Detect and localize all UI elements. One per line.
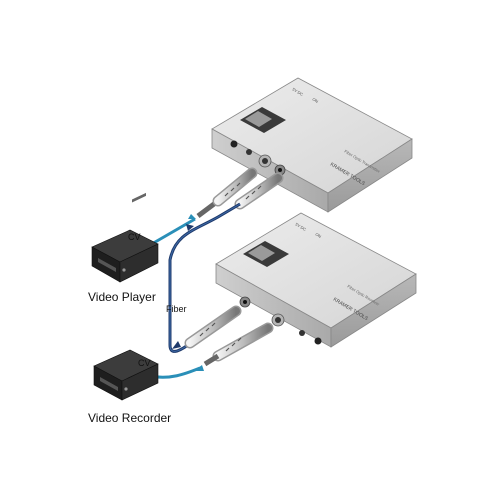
svg-text:5V DC: 5V DC — [291, 87, 304, 97]
video-player-label: Video Player — [88, 290, 156, 304]
video-recorder-label: Video Recorder — [88, 411, 172, 425]
receiver-device: KRAMER TOOLS Fiber Optic Receiver 5V DC … — [215, 212, 417, 348]
arrow-icon — [186, 224, 194, 231]
cv-label-top: CV — [128, 232, 141, 242]
video-player-device — [91, 192, 159, 283]
cv-cable-top — [149, 167, 258, 247]
arrow-icon — [172, 341, 181, 349]
fiber-cable — [168, 172, 284, 353]
svg-text:ON: ON — [311, 97, 319, 104]
arrow-icon — [188, 214, 196, 219]
svg-text:5V DC: 5V DC — [294, 222, 307, 232]
video-recorder-device — [93, 349, 159, 401]
cv-label-bottom: CV — [138, 358, 151, 368]
svg-text:ON: ON — [314, 232, 322, 239]
transmitter-device: KRAMER TOOLS Fiber Optic Transmitter 5V … — [211, 77, 413, 213]
fiber-label: Fiber — [166, 304, 187, 314]
cv-cable-bottom — [149, 322, 274, 379]
